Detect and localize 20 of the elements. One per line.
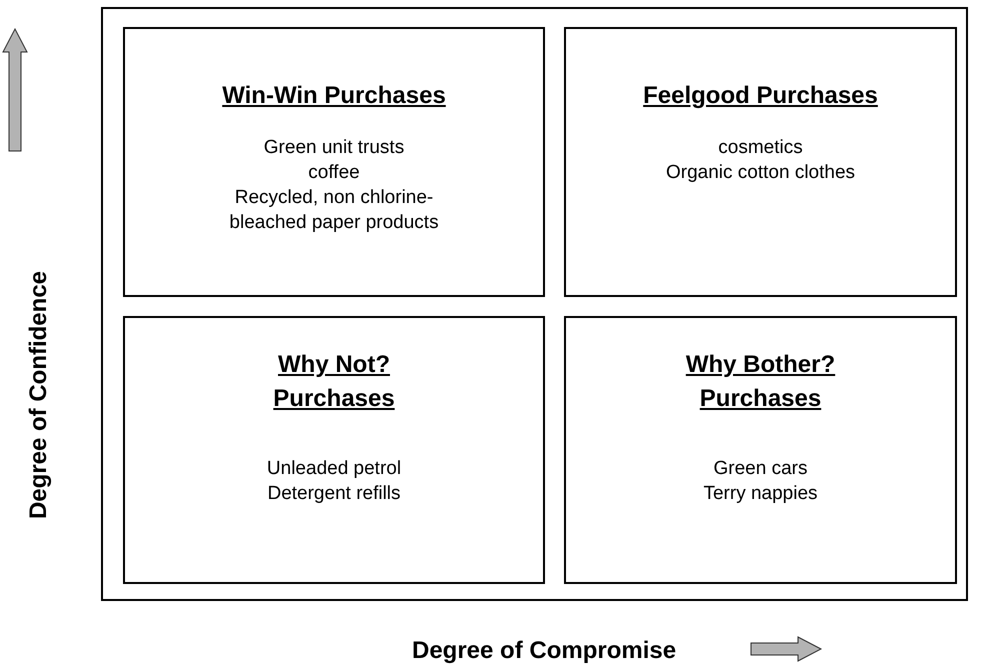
item-text: Recycled, non chlorine-bleached paper products bbox=[228, 186, 440, 235]
item-text: Green cars bbox=[712, 457, 808, 481]
quadrant-heading: Why Not? Purchases bbox=[272, 350, 396, 414]
item-text: Unleaded petrol bbox=[266, 457, 402, 481]
item-text: Green unit trusts bbox=[262, 136, 406, 160]
quadrant-heading: Why Bother? Purchases bbox=[684, 350, 836, 414]
quadrant-heading: Feelgood Purchases bbox=[642, 81, 879, 111]
item-text: Organic cotton clothes bbox=[664, 161, 856, 185]
quadrant-box bbox=[123, 316, 545, 584]
quadrant-box bbox=[564, 27, 957, 297]
item-text: coffee bbox=[307, 161, 361, 185]
item-text: Terry nappies bbox=[702, 482, 819, 506]
quadrant-box bbox=[123, 27, 545, 297]
item-text: Detergent refills bbox=[266, 482, 402, 506]
axis-label: Degree of Confidence bbox=[24, 270, 53, 520]
frame-box bbox=[101, 7, 968, 601]
quadrant-box bbox=[564, 316, 957, 584]
axis-label: Degree of Compromise bbox=[412, 636, 676, 666]
item-text: cosmetics bbox=[717, 136, 804, 160]
quadrant-heading: Win-Win Purchases bbox=[221, 81, 447, 111]
